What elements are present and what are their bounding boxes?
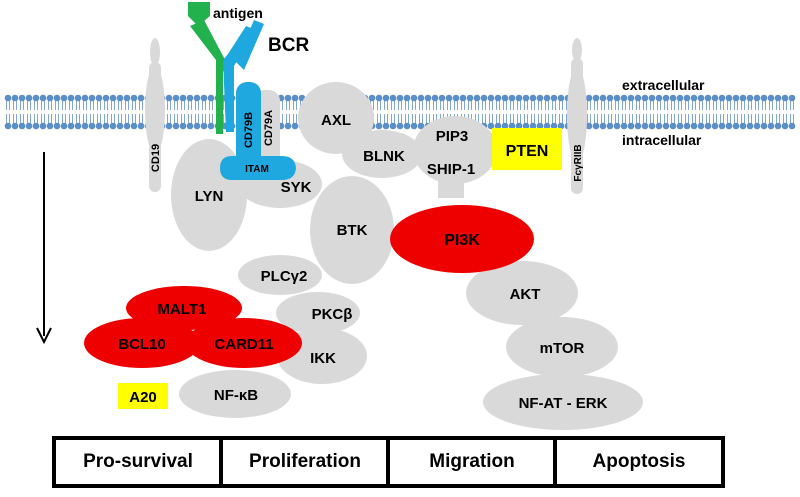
pkcb-label: PKCβ <box>312 306 353 323</box>
cd79b-label: CD79B <box>243 112 255 148</box>
mtor-protein <box>506 317 618 377</box>
bcr-arm-blue-right <box>236 20 264 70</box>
outcome-box-migration: Migration <box>386 436 558 488</box>
plcg2-protein <box>238 255 322 295</box>
syk-label: SYK <box>281 179 312 196</box>
cd79b-chain <box>236 82 261 166</box>
outcome-label: Apoptosis <box>592 451 686 472</box>
a20-label: A20 <box>129 389 157 406</box>
extracellular-label: extracellular <box>622 77 705 93</box>
axl-protein <box>298 82 374 154</box>
cd19-label: CD19 <box>150 144 162 172</box>
a20-box <box>118 383 168 409</box>
ikk-label: IKK <box>310 350 336 367</box>
fcgriib-receptor: FcγRIIB <box>567 38 587 194</box>
cell-membrane <box>4 94 796 130</box>
pten-box <box>492 128 562 170</box>
pip3-label: PIP3 <box>436 128 469 145</box>
bcl10-protein <box>84 318 200 368</box>
bcr-heavy-chain-green <box>190 20 223 134</box>
itam-shape <box>220 156 296 180</box>
akt-protein <box>466 261 578 325</box>
card11-protein <box>186 318 302 368</box>
lyn-label: LYN <box>195 188 224 205</box>
itam-label: ITAM <box>245 164 269 175</box>
red-nodes <box>84 205 534 368</box>
akt-label: AKT <box>510 286 541 303</box>
btk-label: BTK <box>337 222 368 239</box>
nfat-erk-label: NF-AT - ERK <box>519 395 608 412</box>
cd19-receptor: CD19 <box>145 38 165 192</box>
bcl10-label: BCL10 <box>118 336 166 353</box>
pi3k-protein <box>390 205 534 273</box>
cd79a-label: CD79A <box>263 110 275 146</box>
intracellular-label: intracellular <box>622 132 702 148</box>
fcgriib-label: FcγRIIB <box>573 144 584 181</box>
pkcb-protein <box>276 292 360 334</box>
antigen-shape <box>188 2 210 26</box>
pip3-ship1-complex <box>413 116 497 184</box>
antigen-label: antigen <box>213 5 263 21</box>
nfkb-protein <box>179 370 291 418</box>
outcome-box-apoptosis: Apoptosis <box>553 436 725 488</box>
bcr-receptor: CD79B CD79A ITAM <box>188 2 296 180</box>
downward-arrow-icon <box>36 152 52 345</box>
blnk-label: BLNK <box>363 148 405 165</box>
blnk-protein <box>342 130 422 178</box>
outcome-label: Migration <box>429 451 515 472</box>
bcr-label: BCR <box>268 35 309 56</box>
card11-label: CARD11 <box>214 336 273 353</box>
protein-complex <box>171 82 643 430</box>
outcome-label: Pro-survival <box>83 451 193 472</box>
mtor-label: mTOR <box>540 340 585 357</box>
axl-label: AXL <box>321 112 351 129</box>
pip3-connector <box>438 176 464 198</box>
outcome-label: Proliferation <box>249 451 361 472</box>
outcome-box-proliferation: Proliferation <box>219 436 391 488</box>
btk-protein <box>310 176 394 284</box>
pten-label: PTEN <box>506 143 549 160</box>
nfat-erk-protein <box>483 374 643 430</box>
nfkb-label: NF-κB <box>214 387 258 404</box>
pi3k-label: PI3K <box>444 232 480 249</box>
outcome-box-pro-survival: Pro-survival <box>52 436 224 488</box>
ship1-label: SHIP-1 <box>427 161 475 178</box>
malt1-label: MALT1 <box>158 301 207 318</box>
bcr-heavy-chain-blue <box>223 26 256 132</box>
plcg2-label: PLCγ2 <box>261 268 308 285</box>
